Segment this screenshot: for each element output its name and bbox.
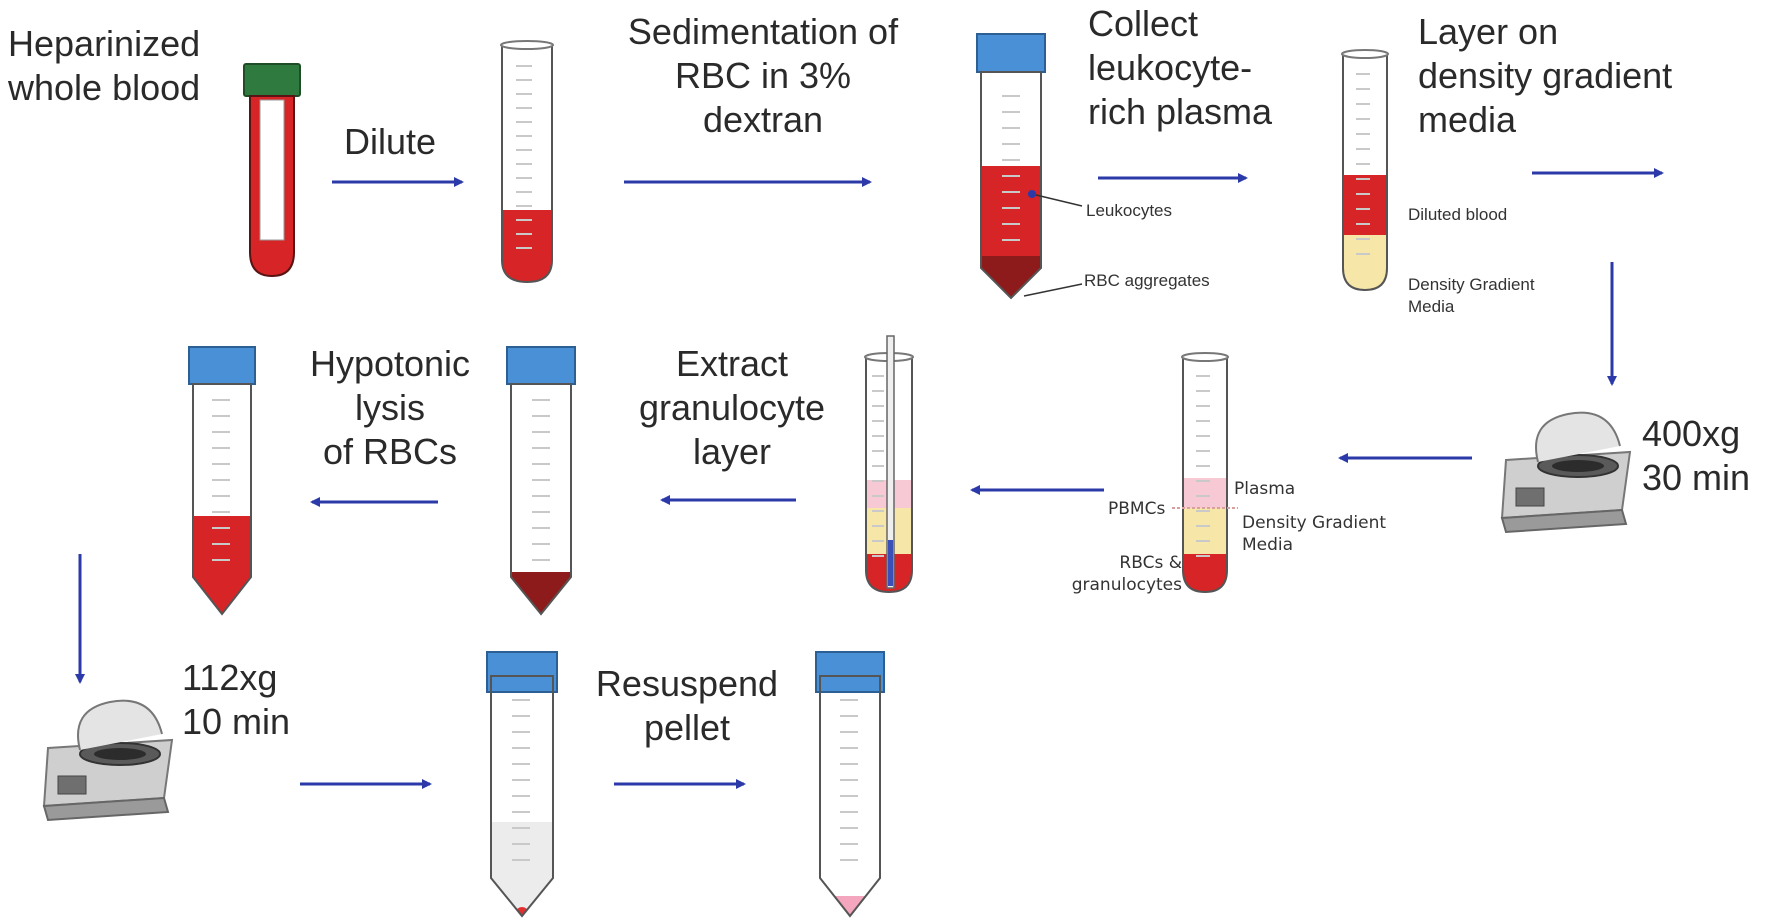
centrifuge-icon [1500,411,1632,534]
conical-tube-icon [188,346,256,616]
centrifuge-icon [42,699,174,822]
arrows [75,168,1664,789]
conical-tube-icon [506,346,576,616]
annotation-rbc-aggregates: RBC aggregates [1084,271,1210,290]
test-tube-icon [1172,352,1238,594]
label-heparinized: Heparinized whole blood [8,23,201,108]
label-collect: Collect leukocyte- rich plasma [1088,3,1273,132]
test-tube-icon [1341,49,1389,292]
pointer-dot [1028,190,1036,198]
label-dilute: Dilute [343,121,437,162]
label-resuspend: Resuspend pellet [595,663,779,748]
annotation-plasma: Plasma [1234,479,1296,499]
annotation-density-gradient-media-2: Density Gradient Media [1242,513,1387,555]
label-hypotonic: Hypotonic lysis of RBCs [309,343,471,472]
label-extract: Extract granulocyte layer [638,343,826,472]
annotation-rbcs-granulocytes: RBCs & granulocytes [1071,553,1182,595]
label-centrifuge1: 400xg 30 min [1642,413,1751,498]
vacutainer-tube-icon [243,63,301,278]
conical-tube-icon [976,33,1046,300]
test-tube-icon [500,40,554,284]
pipette-icon [886,335,895,589]
conical-tube-icon [815,651,885,918]
label-centrifuge2: 112xg 10 min [182,657,291,742]
annotation-pbmcs: PBMCs [1108,499,1166,519]
annotation-density-gradient-media: Density Gradient Media [1408,275,1535,316]
label-layer: Layer on density gradient media [1418,11,1673,140]
test-tube-icon [864,335,914,594]
label-sedimentation: Sedimentation of RBC in 3% dextran [627,11,899,140]
annotation-leukocytes: Leukocytes [1086,201,1172,220]
annotation-diluted-blood: Diluted blood [1408,205,1508,224]
conical-tube-icon [486,651,558,918]
annotation-pointers [1023,193,1083,297]
